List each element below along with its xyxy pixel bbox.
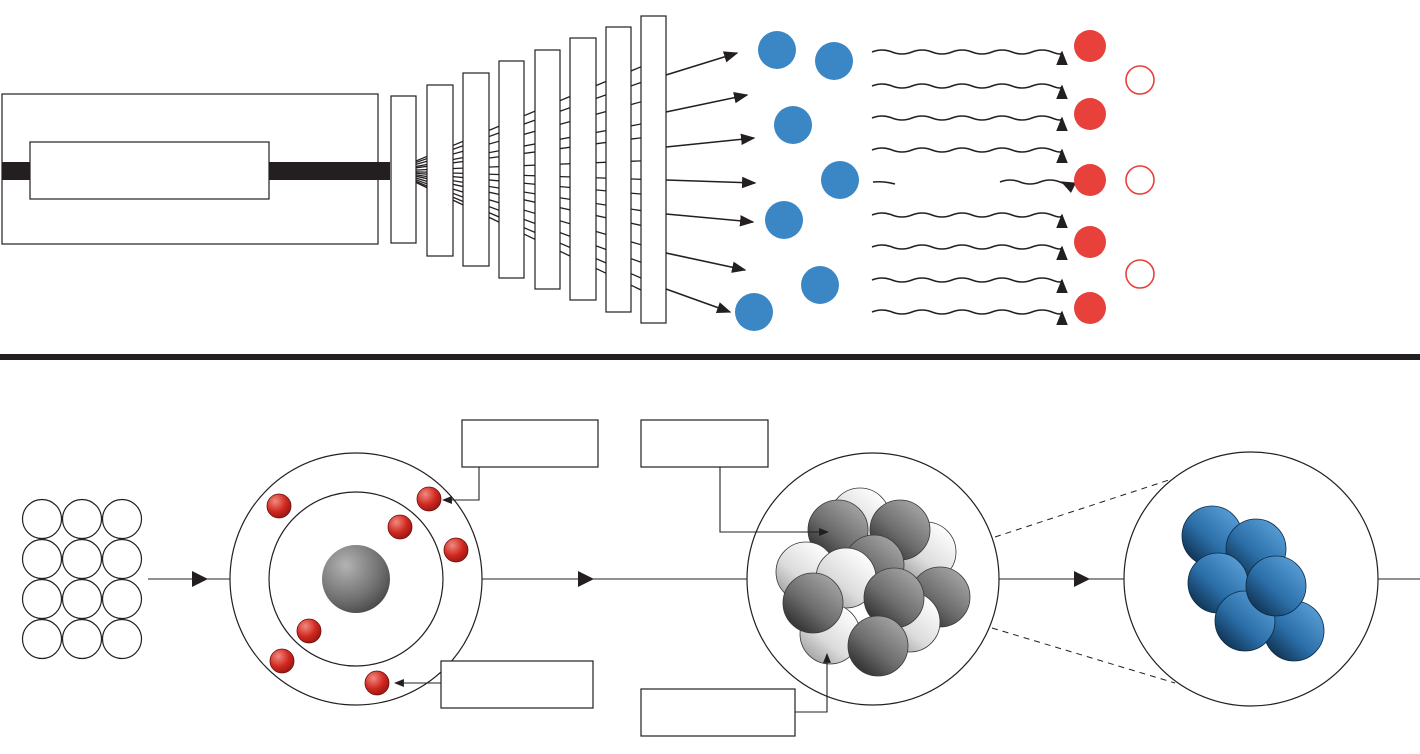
nucleus-label-top-leader xyxy=(719,467,829,536)
lattice-atom-9 xyxy=(101,578,143,620)
particle-arrow-2 xyxy=(665,92,749,113)
atom-nucleus xyxy=(322,545,390,613)
process-line xyxy=(148,571,1420,587)
detector-plate-6 xyxy=(569,37,597,301)
lower-panel xyxy=(21,419,1420,737)
nucleus-label-bottom-leader xyxy=(795,653,831,713)
detector-plate-5 xyxy=(534,49,561,290)
nucleus-label-box-bottom xyxy=(640,688,796,737)
detector-plate-4 xyxy=(498,60,525,279)
accelerator xyxy=(1,93,390,245)
red-open-circle-2 xyxy=(1125,165,1155,195)
red-particles xyxy=(1074,30,1155,324)
zoom-guide-upper xyxy=(994,478,1173,538)
particle-arrow-7 xyxy=(665,288,732,314)
particle-arrow-5 xyxy=(665,213,755,227)
wavy-line-8 xyxy=(871,277,1068,293)
wavy-line-7 xyxy=(871,244,1068,260)
blue-particle-1 xyxy=(758,31,796,69)
blue-cluster-particle-6 xyxy=(1245,555,1307,617)
wavy-line-6 xyxy=(871,212,1068,228)
nucleons xyxy=(775,487,971,677)
flow-triangle-2 xyxy=(578,571,594,587)
zoom-guide-lower xyxy=(991,627,1176,684)
detector-plate-7 xyxy=(605,26,632,313)
atom-label-box-bottom xyxy=(440,660,594,709)
lattice-atom-1 xyxy=(21,498,63,540)
nucleus-label-box-top xyxy=(640,419,769,468)
particle-arrow-3 xyxy=(665,133,756,148)
nucleon-12 xyxy=(782,572,844,634)
blue-particle-4 xyxy=(821,161,859,199)
detector-plate-8 xyxy=(640,15,667,324)
lattice-atom-11 xyxy=(61,618,103,660)
detector-plate-1 xyxy=(390,95,417,244)
particle-arrow-6 xyxy=(665,252,747,273)
nucleon-13 xyxy=(847,615,909,677)
detector-plates xyxy=(390,15,667,324)
blue-particle-7 xyxy=(735,293,773,331)
atom-label-box-top xyxy=(461,419,599,468)
upper-panel xyxy=(1,15,1155,331)
flow-triangle-1 xyxy=(192,571,208,587)
detector-plate-2 xyxy=(426,84,454,257)
particle-direction-arrows xyxy=(665,51,757,314)
blue-particles xyxy=(735,31,859,331)
red-particle-4 xyxy=(1074,226,1106,258)
accelerator-inner-box xyxy=(29,141,270,200)
blue-particle-5 xyxy=(765,201,803,239)
lattice-atom-5 xyxy=(61,538,103,580)
electron-7 xyxy=(364,670,390,696)
blue-particle-6 xyxy=(801,266,839,304)
lattice-atom-8 xyxy=(61,578,103,620)
lattice-atom-2 xyxy=(61,498,103,540)
lattice-atom-4 xyxy=(21,538,63,580)
red-particle-2 xyxy=(1074,98,1106,130)
panel-divider xyxy=(0,354,1420,360)
lattice-atom-10 xyxy=(21,618,63,660)
wavy-line-5-start xyxy=(872,180,896,185)
electron-3 xyxy=(387,514,413,540)
red-particle-3 xyxy=(1074,164,1106,196)
atom-lattice xyxy=(21,498,143,660)
lattice-atom-12 xyxy=(101,618,143,660)
particle-arrow-4 xyxy=(665,176,757,189)
wavy-line-3 xyxy=(871,115,1068,131)
wavy-line-4 xyxy=(871,147,1068,163)
lattice-atom-3 xyxy=(101,498,143,540)
red-particle-1 xyxy=(1074,30,1106,62)
nucleus-zoom xyxy=(640,419,1000,737)
electrons xyxy=(266,486,469,696)
wavy-line-9 xyxy=(871,309,1068,325)
particle-arrow-1 xyxy=(665,51,739,76)
blue-particle-3 xyxy=(774,106,812,144)
quark-zoom xyxy=(1123,451,1379,707)
atom-label-top-leader xyxy=(442,467,480,504)
lattice-atom-7 xyxy=(21,578,63,620)
red-particle-5 xyxy=(1074,292,1106,324)
blue-particle-cluster xyxy=(1181,505,1325,662)
wavy-signal-lines xyxy=(871,49,1077,325)
wavy-line-1 xyxy=(871,49,1068,65)
electron-4 xyxy=(443,537,469,563)
electron-2 xyxy=(416,486,442,512)
electron-6 xyxy=(269,648,295,674)
flow-triangle-3 xyxy=(1074,571,1090,587)
electron-5 xyxy=(296,618,322,644)
atom-zoom xyxy=(229,419,599,709)
lattice-atom-6 xyxy=(101,538,143,580)
detector-plate-3 xyxy=(462,72,490,267)
blue-particle-2 xyxy=(815,42,853,80)
red-open-circle-3 xyxy=(1125,259,1155,289)
wavy-line-5-end xyxy=(999,179,1077,193)
red-open-circle-1 xyxy=(1125,65,1155,95)
wavy-line-2 xyxy=(871,83,1068,99)
electron-1 xyxy=(266,493,292,519)
